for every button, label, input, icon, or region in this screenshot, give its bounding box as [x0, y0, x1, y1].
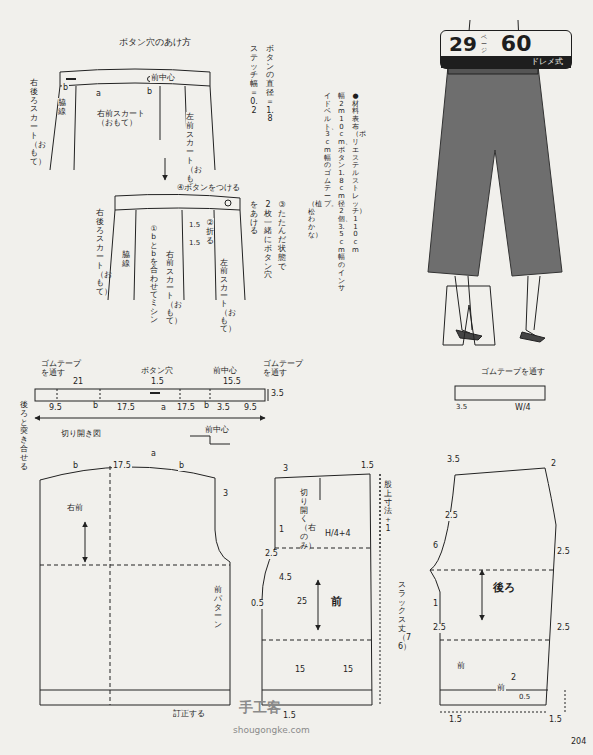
- vertical-note: （植松わかな）: [308, 200, 315, 240]
- pattern-label: 3.5: [455, 404, 468, 412]
- pattern-label: 1.5: [360, 462, 375, 471]
- pattern-label: a: [95, 90, 102, 99]
- vertical-note: 左前スカート（おもて）: [186, 112, 194, 193]
- vertical-note: 右後ろスカート（おもて）: [96, 208, 104, 298]
- pattern-label: ゴムテープを通す: [480, 368, 546, 377]
- pattern-label: 3: [222, 490, 229, 499]
- pattern-label: ゴムテープを通す: [40, 360, 86, 378]
- pattern-label: 4.5: [278, 574, 293, 583]
- vertical-note: 2枚一緒にボタン穴: [264, 200, 272, 281]
- vertical-note: ボタンの直径＝1.8: [266, 44, 274, 125]
- pattern-label: 25: [296, 598, 308, 607]
- vertical-note: ●材料 表布（ポリエステルストレッチ）110cm: [352, 92, 359, 255]
- vertical-note: ①bとbを合わせてミシン: [150, 224, 158, 325]
- page-number: 60: [501, 32, 532, 56]
- pattern-label: shougongke.com: [232, 726, 311, 736]
- pattern-label: 手工客: [238, 700, 282, 715]
- pattern-label: 2: [510, 674, 517, 683]
- pattern-label: 前: [456, 662, 466, 671]
- pattern-label: 2.5: [556, 624, 571, 633]
- pattern-label: 9.5: [48, 404, 63, 413]
- pattern-label: 1.5: [188, 222, 201, 230]
- pattern-label: b: [146, 88, 153, 97]
- pattern-label: 訂正する: [172, 710, 206, 719]
- vertical-note: をあける: [250, 200, 258, 237]
- vertical-note: イドベルト、3cm幅のゴムテープ。: [324, 92, 331, 209]
- pattern-label: 右前スカート（おもて）: [96, 110, 148, 128]
- page-badge: 29 ページ 60ドレメ式: [440, 30, 572, 69]
- vertical-note: ステッチ幅＝0.2: [250, 44, 258, 116]
- pattern-label: ④ボタンをつける: [176, 184, 241, 193]
- pattern-label: 前中心: [212, 367, 238, 376]
- vertical-note: 左前スカート（おもて）: [220, 258, 228, 334]
- vertical-note: 右後ろスカート（おもて）: [30, 78, 38, 168]
- vertical-note: 脇線: [58, 98, 66, 118]
- vertical-note: 後ろと突き合せる: [20, 400, 28, 472]
- vertical-note: ②折る: [206, 218, 214, 246]
- pattern-label: 1.5: [548, 716, 563, 725]
- pattern-label: 0.5: [250, 600, 265, 609]
- pattern-label: a: [160, 404, 167, 413]
- pattern-label: H/4+4: [324, 530, 352, 539]
- vertical-note: スラックス丈（76）: [398, 580, 406, 652]
- vertical-note: 前パターン: [214, 585, 222, 631]
- pattern-label: 前中心: [204, 426, 230, 435]
- vertical-note: 股上寸法＋1: [384, 480, 392, 535]
- pattern-label: 2.5: [264, 550, 279, 559]
- vertical-note: ③たたんだ状態で: [278, 200, 286, 272]
- pattern-label: 21: [72, 378, 84, 387]
- pattern-label: ボタン穴: [140, 367, 174, 376]
- pattern-label: 17.5: [112, 462, 132, 471]
- pattern-label: a: [150, 450, 157, 459]
- pattern-label: ゴムテープを通す: [262, 360, 308, 378]
- method-band: ドレメ式: [441, 56, 571, 68]
- pattern-label: 17.5: [176, 404, 196, 413]
- pattern-label: 2.5: [556, 548, 571, 557]
- pattern-label: 3: [282, 465, 289, 474]
- page-number: 29: [449, 33, 477, 55]
- pattern-label: ボタン穴のあけ方: [118, 38, 192, 48]
- vertical-note: 幅2m10cm、ボタン1.8cm径2個、3.5cm幅のインサ: [338, 92, 345, 294]
- pattern-label: 1.5: [448, 716, 463, 725]
- pattern-label: 1.5: [282, 712, 297, 721]
- pattern-label: 15: [294, 666, 306, 675]
- pattern-label: 15.5: [222, 378, 242, 387]
- pattern-label: b: [62, 84, 69, 93]
- vertical-note: 脇線: [122, 250, 130, 270]
- pattern-label: 前: [330, 596, 343, 608]
- pattern-label: 15: [342, 666, 354, 675]
- pattern-label: 後ろ: [492, 582, 516, 594]
- pattern-label: 2.5: [444, 512, 459, 521]
- pattern-label: 204: [570, 738, 587, 747]
- pattern-label: 1: [432, 600, 439, 609]
- pattern-label: 2.5: [432, 624, 447, 633]
- vertical-note: 右前スカート（おもて）: [166, 250, 174, 326]
- pattern-label: 右前: [66, 504, 84, 513]
- pattern-label: 3.5: [216, 404, 231, 413]
- pattern-label: 前中心: [150, 74, 176, 83]
- pattern-label: 1: [278, 526, 285, 535]
- pattern-label: 17.5: [116, 404, 136, 413]
- pattern-label: 6: [432, 542, 439, 551]
- pattern-label: 3.5: [270, 390, 285, 399]
- pattern-label: W/4: [514, 404, 532, 413]
- pattern-label: b: [203, 402, 210, 411]
- pattern-label: 1.5: [188, 240, 201, 248]
- pattern-label: 2: [550, 460, 557, 469]
- pattern-label: b: [72, 462, 79, 471]
- pattern-label: 前: [496, 684, 506, 693]
- pattern-label: 3.5: [446, 456, 461, 465]
- pattern-label: b: [178, 462, 185, 471]
- pattern-label: 1.5: [150, 378, 165, 387]
- pattern-label: b: [92, 402, 99, 411]
- pattern-label: 切り開き図: [60, 430, 102, 439]
- pattern-label: 0.5: [518, 694, 531, 702]
- vertical-note: 切り開く（右のみ）: [300, 488, 308, 552]
- page-number: ページ: [481, 34, 487, 54]
- pattern-label: 9.5: [243, 404, 258, 413]
